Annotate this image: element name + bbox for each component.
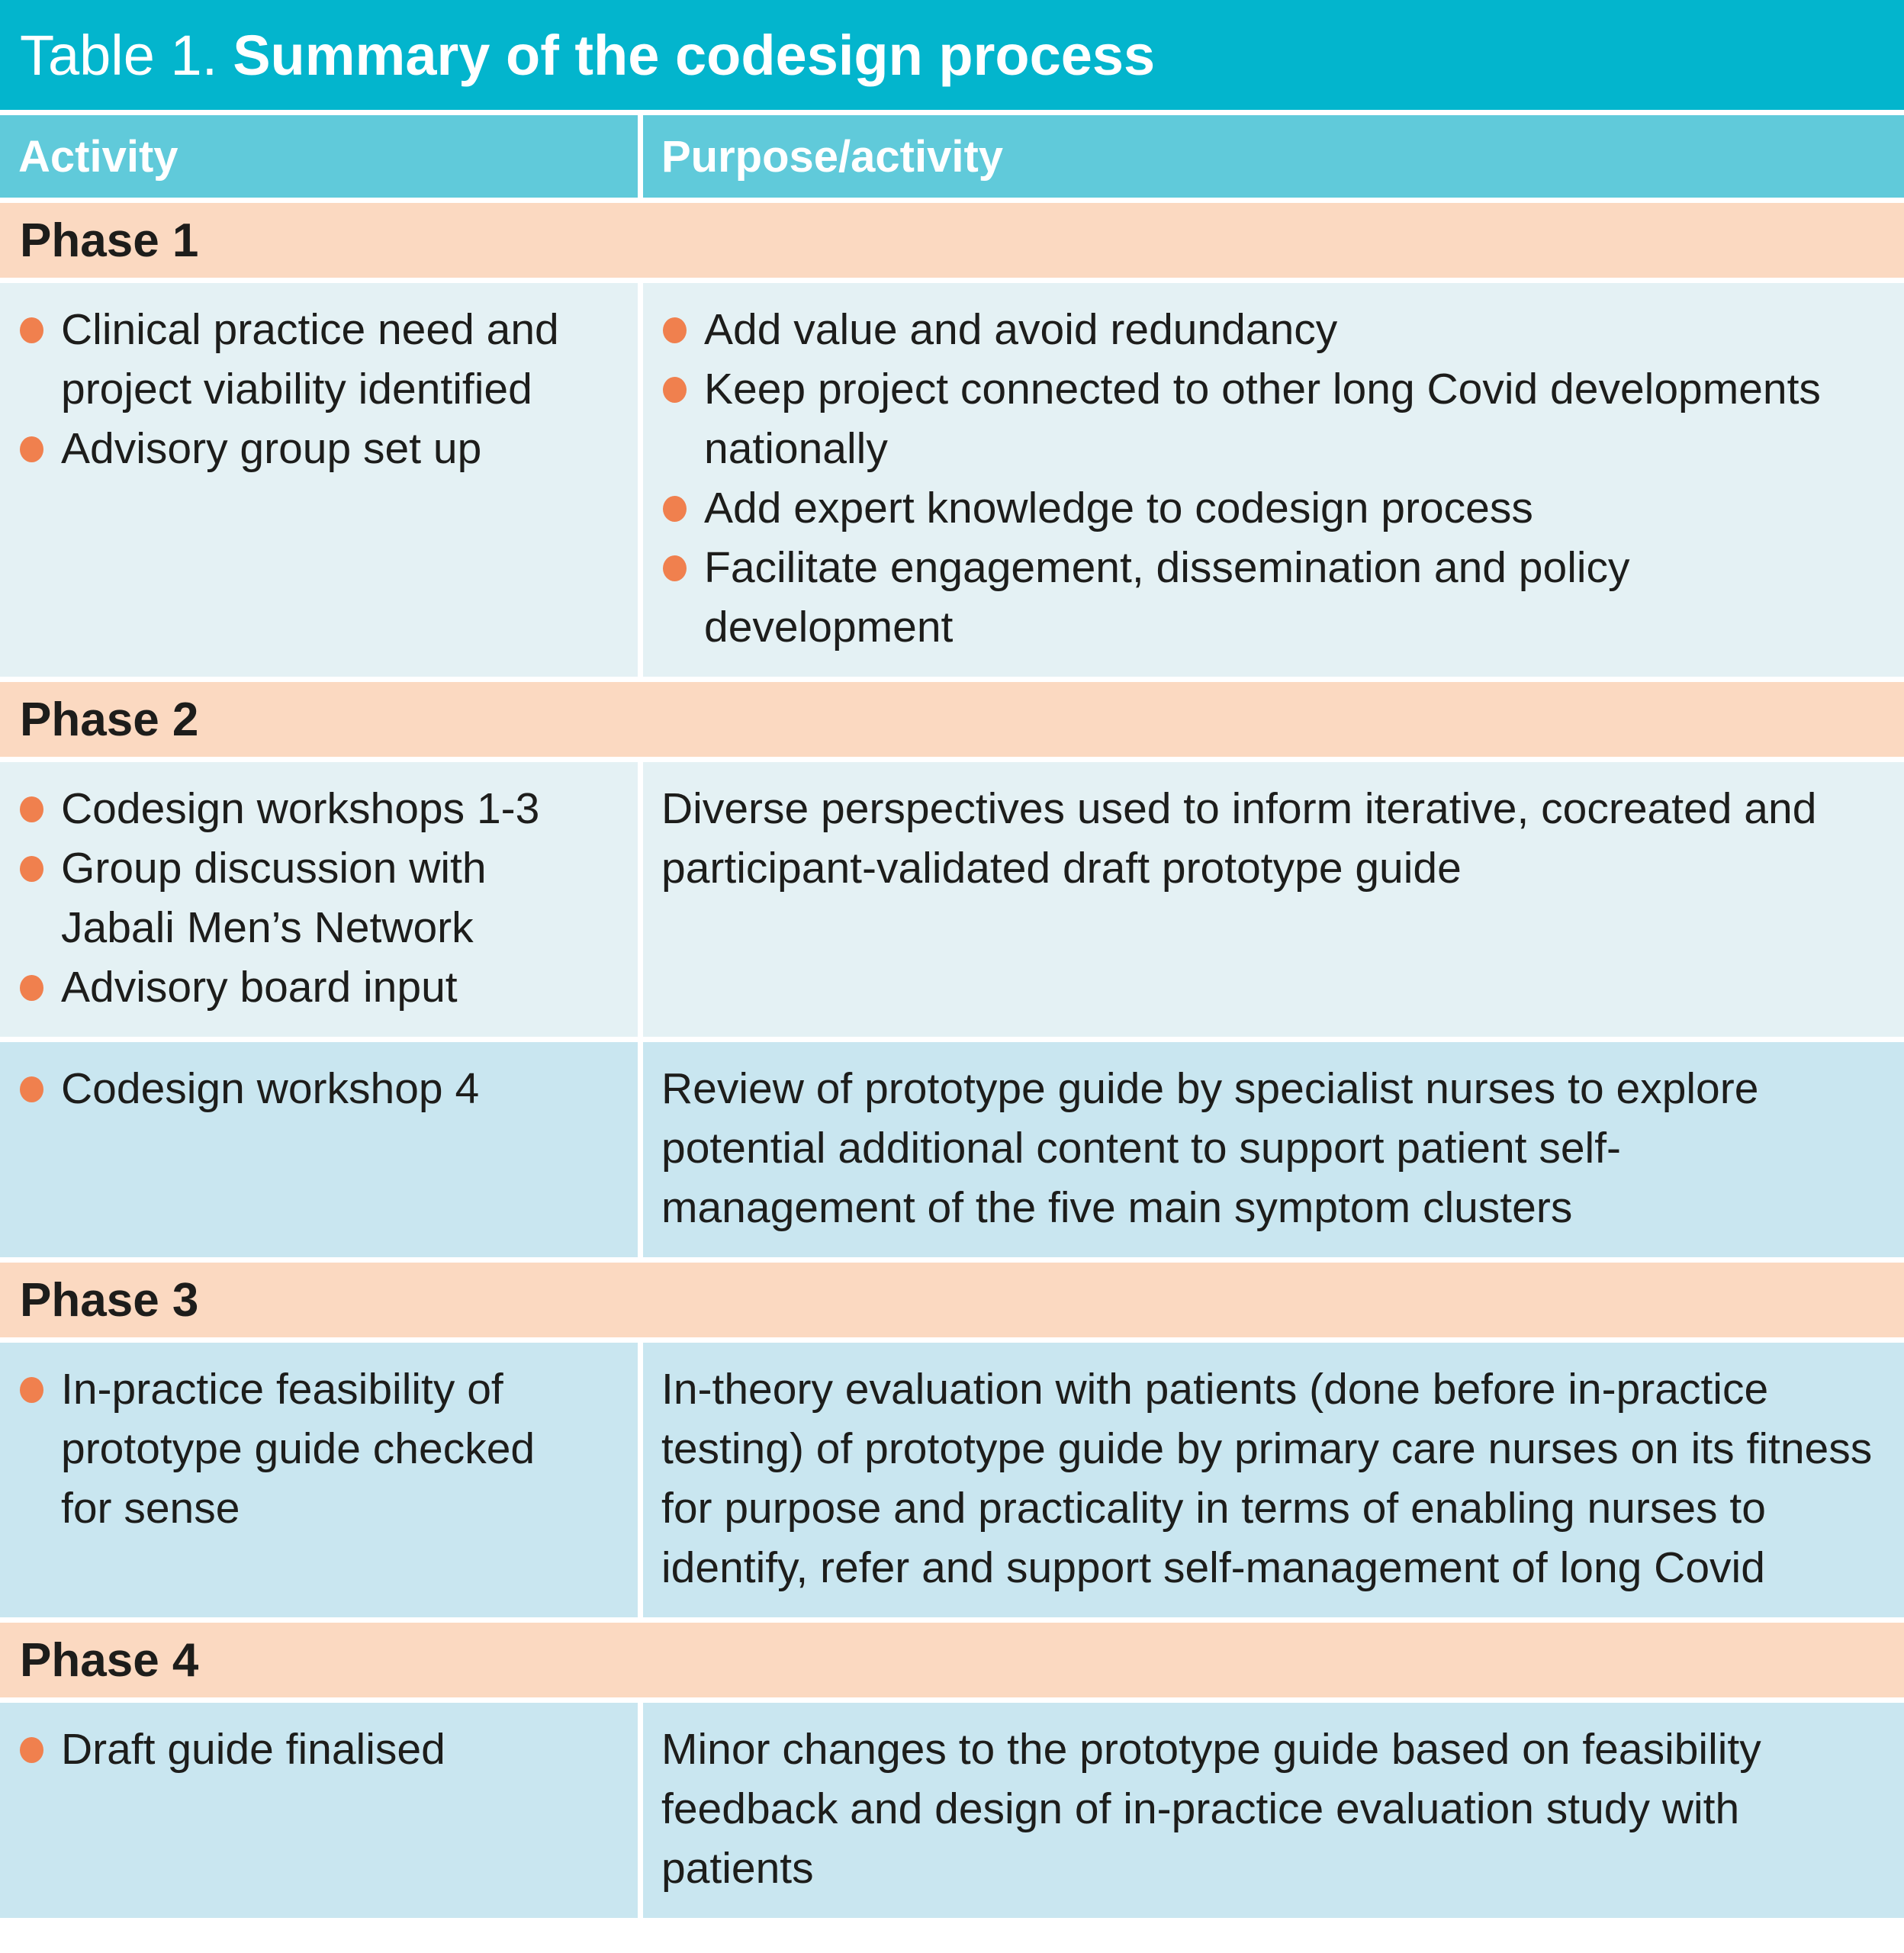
phase-header: Phase 1: [0, 203, 1904, 278]
bullet-item: Add expert knowledge to codesign process: [661, 478, 1873, 538]
bullet-item: Group discussion with Jabali Men’s Netwo…: [18, 838, 592, 957]
bullet-item: Draft guide finalised: [18, 1720, 592, 1779]
purpose-text: Review of prototype guide by specialist …: [661, 1064, 1759, 1232]
bullet-icon: [20, 856, 43, 882]
bullet-icon: [663, 555, 687, 581]
bullet-list: Clinical practice need and project viabi…: [18, 300, 592, 478]
bullet-item: Facilitate engagement, dissemination and…: [661, 538, 1873, 657]
bullet-item-text: Facilitate engagement, dissemination and…: [704, 543, 1630, 652]
column-divider: [638, 1343, 643, 1617]
table-row: Clinical practice need and project viabi…: [0, 283, 1904, 677]
bullet-icon: [20, 317, 43, 343]
table-title-bar: Table 1. Summary of the codesign process: [0, 0, 1904, 110]
bullet-item: Keep project connected to other long Cov…: [661, 359, 1873, 478]
table-row: In-practice feasibility of prototype gui…: [0, 1343, 1904, 1617]
bullet-item-text: Codesign workshop 4: [61, 1064, 480, 1113]
column-header-activity: Activity: [0, 115, 638, 198]
bullet-list: Draft guide finalised: [18, 1720, 592, 1779]
column-divider: [638, 762, 643, 1037]
column-divider: [638, 1703, 643, 1918]
phase-header: Phase 2: [0, 682, 1904, 757]
bullet-icon: [663, 377, 687, 403]
bullet-icon: [663, 496, 687, 522]
activity-cell: In-practice feasibility of prototype gui…: [0, 1343, 638, 1617]
table-number-label: Table 1.: [20, 23, 218, 87]
bullet-icon: [20, 975, 43, 1001]
bullet-item-text: Clinical practice need and project viabi…: [61, 305, 559, 413]
purpose-text: In-theory evaluation with patients (done…: [661, 1365, 1873, 1592]
bullet-item-text: In-practice feasibility of prototype gui…: [61, 1365, 536, 1533]
table-row: Codesign workshop 4 Review of prototype g…: [0, 1042, 1904, 1257]
phase-header: Phase 3: [0, 1263, 1904, 1337]
bullet-list: Codesign workshop 4: [18, 1059, 592, 1118]
bullet-item: Add value and avoid redundancy: [661, 300, 1873, 359]
purpose-text: Minor changes to the prototype guide bas…: [661, 1725, 1761, 1893]
bullet-item-text: Advisory group set up: [61, 424, 482, 473]
bullet-item-text: Draft guide finalised: [61, 1725, 445, 1774]
bullet-item-text: Group discussion with Jabali Men’s Netwo…: [61, 844, 487, 952]
bullet-item-text: Add expert knowledge to codesign process: [704, 484, 1533, 532]
purpose-cell: Review of prototype guide by specialist …: [643, 1042, 1904, 1257]
bullet-icon: [20, 436, 43, 462]
purpose-cell: Minor changes to the prototype guide bas…: [643, 1703, 1904, 1918]
bullet-item: Advisory group set up: [18, 419, 592, 478]
activity-cell: Draft guide finalised: [0, 1703, 638, 1918]
phase-header: Phase 4: [0, 1623, 1904, 1697]
bullet-item: In-practice feasibility of prototype gui…: [18, 1359, 592, 1538]
bullet-item: Codesign workshop 4: [18, 1059, 592, 1118]
purpose-text: Diverse perspectives used to inform iter…: [661, 784, 1817, 893]
bullet-icon: [20, 1377, 43, 1403]
purpose-cell: In-theory evaluation with patients (done…: [643, 1343, 1904, 1617]
bullet-item-text: Keep project connected to other long Cov…: [704, 365, 1821, 473]
activity-cell: Clinical practice need and project viabi…: [0, 283, 638, 677]
bullet-item: Codesign workshops 1-3: [18, 779, 592, 838]
bullet-item: Advisory board input: [18, 957, 592, 1017]
bullet-item-text: Add value and avoid redundancy: [704, 305, 1338, 354]
column-header-row: Activity Purpose/activity: [0, 115, 1904, 198]
table-title: Summary of the codesign process: [233, 23, 1156, 87]
column-divider: [638, 115, 643, 198]
table-body: Phase 1 Clinical practice need and projec…: [0, 203, 1904, 1918]
table-row: Draft guide finalised Minor changes to th…: [0, 1703, 1904, 1918]
column-divider: [638, 1042, 643, 1257]
bullet-item-text: Codesign workshops 1-3: [61, 784, 540, 833]
purpose-cell: Diverse perspectives used to inform iter…: [643, 762, 1904, 1037]
bullet-item-text: Advisory board input: [61, 963, 458, 1012]
bullet-item: Clinical practice need and project viabi…: [18, 300, 592, 419]
bullet-icon: [20, 1076, 43, 1102]
bullet-icon: [663, 317, 687, 343]
column-divider: [638, 283, 643, 677]
activity-cell: Codesign workshop 4: [0, 1042, 638, 1257]
bullet-icon: [20, 796, 43, 822]
bullet-icon: [20, 1737, 43, 1763]
column-header-purpose: Purpose/activity: [643, 115, 1904, 198]
bullet-list: In-practice feasibility of prototype gui…: [18, 1359, 592, 1538]
